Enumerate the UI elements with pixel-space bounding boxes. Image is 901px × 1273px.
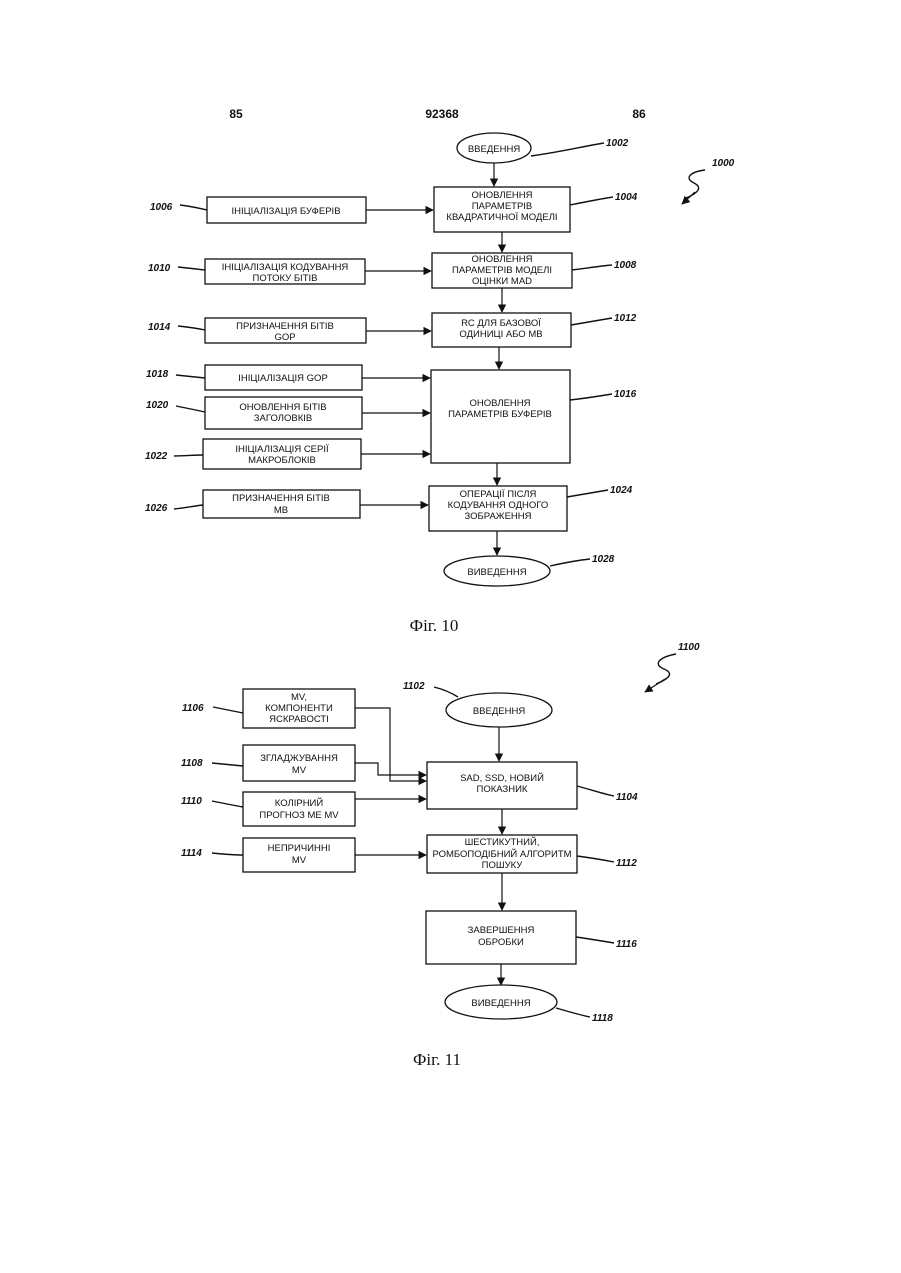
ref-1114: 1114 (181, 848, 202, 859)
fig10-start-label: ВВЕДЕННЯ (468, 144, 521, 155)
box-1014-line1: ПРИЗНАЧЕННЯ БІТІВ (236, 321, 334, 332)
box-1022-line1: ІНІЦІАЛІЗАЦІЯ СЕРІЇ (235, 444, 329, 455)
box-1020-line2: ЗАГОЛОВКІВ (254, 413, 312, 424)
ref-1020: 1020 (146, 400, 169, 411)
box-1016-line1: ОНОВЛЕННЯ (469, 398, 530, 409)
box-1026-line2: MB (274, 505, 288, 516)
box-1114-line1: НЕПРИЧИННІ (268, 843, 331, 854)
ref-1106: 1106 (182, 703, 204, 714)
box-1108-line2: MV (292, 765, 307, 776)
ref-1022: 1022 (145, 451, 168, 462)
ref-1012: 1012 (614, 313, 637, 324)
ref-1006: 1006 (150, 202, 173, 213)
ref-1004: 1004 (615, 192, 638, 203)
box-1020-line1: ОНОВЛЕННЯ БІТІВ (239, 402, 326, 413)
page-number-left: 85 (229, 107, 243, 121)
ref-1112: 1112 (616, 858, 637, 869)
ref-1026: 1026 (145, 503, 168, 514)
patent-number: 92368 (425, 107, 459, 121)
box-1108-line1: ЗГЛАДЖУВАННЯ (260, 753, 338, 764)
ref-1028: 1028 (592, 554, 615, 565)
box-1116-line2: ОБРОБКИ (478, 937, 524, 948)
figure-11: 1100 ВВЕДЕННЯ 1102 SAD, SSD, НОВИЙ ПОКАЗ… (181, 642, 700, 1069)
box-1008-line3: ОЦІНКИ MAD (472, 276, 532, 287)
box-1012-line1: RC ДЛЯ БАЗОВОЇ (461, 318, 541, 329)
fig11-caption: Фіг. 11 (413, 1050, 461, 1069)
box-1112-line1: ШЕСТИКУТНИЙ, (465, 836, 540, 848)
box-1004-line2: ПАРАМЕТРІВ (472, 201, 533, 212)
ref-1118: 1118 (592, 1013, 613, 1024)
box-1006-line1: ІНІЦІАЛІЗАЦІЯ БУФЕРІВ (231, 206, 340, 217)
ref-1110: 1110 (181, 796, 202, 807)
box-1010-line1: ІНІЦІАЛІЗАЦІЯ КОДУВАННЯ (222, 262, 349, 273)
ref-1008: 1008 (614, 260, 637, 271)
box-1104-line1: SAD, SSD, НОВИЙ (460, 772, 544, 784)
fig10-caption: Фіг. 10 (410, 616, 459, 635)
box-1026-line1: ПРИЗНАЧЕННЯ БІТІВ (232, 493, 330, 504)
box-1112-line3: ПОШУКУ (482, 860, 524, 871)
fig10-ref-arrow (682, 192, 695, 204)
box-1110-line2: ПРОГНОЗ ME MV (259, 810, 339, 821)
box-1114-line2: MV (292, 855, 307, 866)
box-1012-line2: ОДИНИЦІ АБО MB (459, 329, 542, 340)
box-1008-line2: ПАРАМЕТРІВ МОДЕЛІ (452, 265, 552, 276)
ref-1002: 1002 (606, 138, 629, 149)
fig11-ref-squiggle (656, 654, 676, 684)
ref-1010: 1010 (148, 263, 171, 274)
fig11-ref: 1100 (678, 642, 700, 653)
fig10-end-label: ВИВЕДЕННЯ (467, 567, 526, 578)
box-1004-line3: КВАДРАТИЧНОЇ МОДЕЛІ (446, 212, 557, 223)
ref-1018: 1018 (146, 369, 169, 380)
box-1004-line1: ОНОВЛЕННЯ (471, 190, 532, 201)
box-1014-line2: GOP (274, 332, 295, 343)
fig10-ref: 1000 (712, 158, 735, 169)
box-1106-line2: КОМПОНЕНТИ (265, 703, 333, 714)
fig11-ref-arrow (645, 679, 665, 692)
box-1106-line1: MV, (291, 692, 307, 703)
fig10-start-leader (531, 143, 604, 156)
ref-1014: 1014 (148, 322, 171, 333)
box-1018-line1: ІНІЦІАЛІЗАЦІЯ GOP (238, 373, 328, 384)
box-1024-line1: ОПЕРАЦІЇ ПІСЛЯ (460, 489, 537, 500)
fig10-ref-squiggle (686, 170, 705, 198)
box-1106-line3: ЯСКРАВОСТІ (269, 714, 329, 725)
ref-1104: 1104 (616, 792, 638, 803)
fig11-end-label: ВИВЕДЕННЯ (471, 998, 530, 1009)
box-1022-line2: МАКРОБЛОКІВ (248, 455, 316, 466)
box-1104-line2: ПОКАЗНИК (477, 784, 528, 795)
page-number-right: 86 (632, 107, 646, 121)
ref-1016: 1016 (614, 389, 637, 400)
ref-1102: 1102 (403, 681, 425, 692)
box-1024-line2: КОДУВАННЯ ОДНОГО (448, 500, 549, 511)
fig11-start-label: ВВЕДЕННЯ (473, 706, 526, 717)
box-1116-line1: ЗАВЕРШЕННЯ (468, 925, 535, 936)
box-1112-line2: РОМБОПОДІБНИЙ АЛГОРИТМ (432, 848, 571, 860)
ref-1108: 1108 (181, 758, 203, 769)
box-1008-line1: ОНОВЛЕННЯ (471, 254, 532, 265)
box-1016-line2: ПАРАМЕТРІВ БУФЕРІВ (448, 409, 552, 420)
ref-1024: 1024 (610, 485, 633, 496)
figure-10: 1000 ВВЕДЕННЯ 1002 ОНОВЛЕННЯ ПАРАМЕТРІВ … (145, 133, 735, 635)
ref-1116: 1116 (616, 939, 637, 950)
box-1010-line2: ПОТОКУ БІТІВ (253, 273, 318, 284)
box-1024-line3: ЗОБРАЖЕННЯ (465, 511, 532, 522)
box-1110-line1: КОЛІРНИЙ (275, 797, 324, 809)
